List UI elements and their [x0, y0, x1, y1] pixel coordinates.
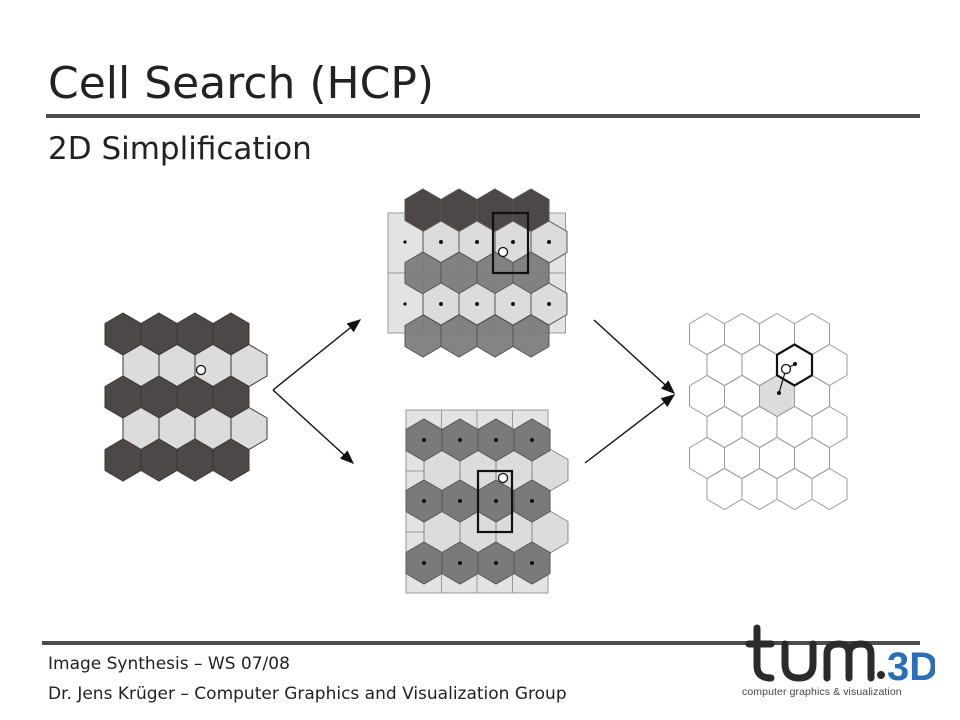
cell-center-dot	[422, 438, 426, 442]
cell-center-dot	[439, 240, 443, 244]
cell-center-dot	[511, 302, 515, 306]
hexagon-lattice-grid-top	[387, 188, 568, 358]
cell-center-dot	[422, 561, 426, 565]
cell-center-dot	[475, 240, 479, 244]
course-label: Image Synthesis – WS 07/08	[48, 654, 290, 674]
slide-subtitle: 2D Simplification	[48, 131, 312, 167]
hexagon-cell	[811, 467, 848, 511]
logo-3d-mark: 3D	[887, 645, 935, 689]
hexagon-cell	[512, 314, 550, 358]
arrow-bottom-to-right	[584, 394, 676, 464]
hexagon-lattice-start	[104, 312, 268, 482]
search-cell-highlight	[476, 469, 514, 534]
cell-center-dot	[530, 561, 534, 565]
hexagon-lattice-grid-bottom	[405, 409, 569, 594]
tum-lettering	[745, 624, 875, 682]
footer-divider	[42, 641, 920, 645]
arrow-top-to-right	[593, 319, 676, 394]
title-divider	[46, 114, 920, 118]
cell-center-dot	[530, 499, 534, 503]
hexagon-cell	[212, 438, 250, 482]
cell-center-dot	[494, 499, 498, 503]
cell-center-dot	[458, 438, 462, 442]
cell-center-dot	[422, 499, 426, 503]
cell-center-dot	[530, 438, 534, 442]
logo-caption: computer graphics & visualization	[742, 686, 902, 698]
flow-arrows	[272, 319, 676, 464]
cell-center-dot	[494, 561, 498, 565]
tum3d-logo: 3D	[745, 624, 935, 689]
query-point	[497, 472, 509, 484]
cell-center-dot	[494, 438, 498, 442]
cell-center-dot	[511, 240, 515, 244]
search-cell-highlight	[491, 211, 530, 275]
author-label: Dr. Jens Krüger – Computer Graphics and …	[48, 684, 567, 704]
cell-center-dot	[458, 561, 462, 565]
cell-center-dot	[547, 302, 551, 306]
arrow-left-to-top	[272, 319, 362, 391]
cell-center-dot	[547, 240, 551, 244]
cell-center-dot	[403, 302, 407, 306]
cell-center-dot	[439, 302, 443, 306]
logo-dot	[877, 671, 885, 679]
cell-center-dot	[793, 362, 797, 366]
query-point	[780, 363, 792, 375]
query-point	[195, 364, 207, 376]
cell-center-dot	[403, 240, 407, 244]
cell-center-dot	[475, 302, 479, 306]
query-point	[497, 246, 509, 258]
cell-center-dot	[777, 391, 781, 395]
arrow-left-to-bottom	[272, 389, 355, 464]
slide-title: Cell Search (HCP)	[48, 58, 435, 109]
hexagon-lattice-result	[689, 312, 848, 511]
cell-center-dot	[458, 499, 462, 503]
